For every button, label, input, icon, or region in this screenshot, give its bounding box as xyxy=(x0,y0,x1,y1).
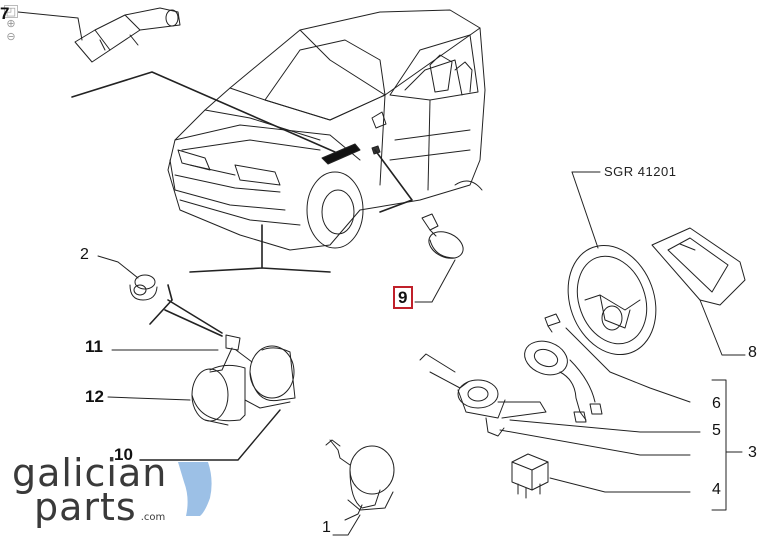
combination-switch-drawing xyxy=(419,353,701,456)
part-1-drawing xyxy=(325,439,395,536)
watermark-logo: galician parts.com xyxy=(12,454,167,535)
selected-part-highlight xyxy=(393,286,413,309)
airbag-drawing xyxy=(651,227,746,356)
part-7-drawing xyxy=(17,7,181,63)
zoom-reset-icon[interactable]: ◰ xyxy=(4,5,18,18)
callout-12[interactable]: 12 xyxy=(85,387,104,406)
callout-5[interactable]: 5 xyxy=(712,422,721,439)
zoom-in-icon[interactable]: ⊕ xyxy=(6,18,16,30)
zoom-out-icon[interactable]: ⊖ xyxy=(6,31,16,43)
callout-4[interactable]: 4 xyxy=(712,481,721,498)
callout-3[interactable]: 3 xyxy=(748,444,757,461)
callout-2[interactable]: 2 xyxy=(80,246,89,263)
part-10-leader xyxy=(139,409,281,461)
group-bracket xyxy=(711,379,743,511)
callout-10[interactable]: 10 xyxy=(114,445,133,464)
vehicle-leader-lines xyxy=(71,71,413,273)
vehicle-illustration xyxy=(167,9,486,251)
horn-leader-lines xyxy=(149,284,223,337)
relay-drawing xyxy=(511,453,691,499)
part-2-drawing xyxy=(97,255,158,301)
callout-11[interactable]: 11 xyxy=(85,337,103,356)
callout-9[interactable]: 9 xyxy=(398,288,408,307)
callout-6[interactable]: 6 xyxy=(712,395,721,412)
watermark-shape xyxy=(178,462,212,516)
callout-7[interactable]: 7 xyxy=(0,4,10,23)
horn-pair-drawing xyxy=(107,334,296,426)
clock-spring-drawing xyxy=(524,313,691,423)
callout-8[interactable]: 8 xyxy=(748,344,757,361)
logo-line-1: galician xyxy=(12,451,168,495)
logo-domain: .com xyxy=(140,512,166,523)
zoom-toolbar: ◰ ⊕ ⊖ xyxy=(4,5,18,44)
drawing-reference-code: SGR 41201 xyxy=(604,164,677,179)
logo-line-2: parts xyxy=(34,485,137,529)
callout-1[interactable]: 1 xyxy=(322,519,331,536)
part-9-drawing xyxy=(414,213,464,303)
steering-wheel-drawing xyxy=(567,171,657,356)
